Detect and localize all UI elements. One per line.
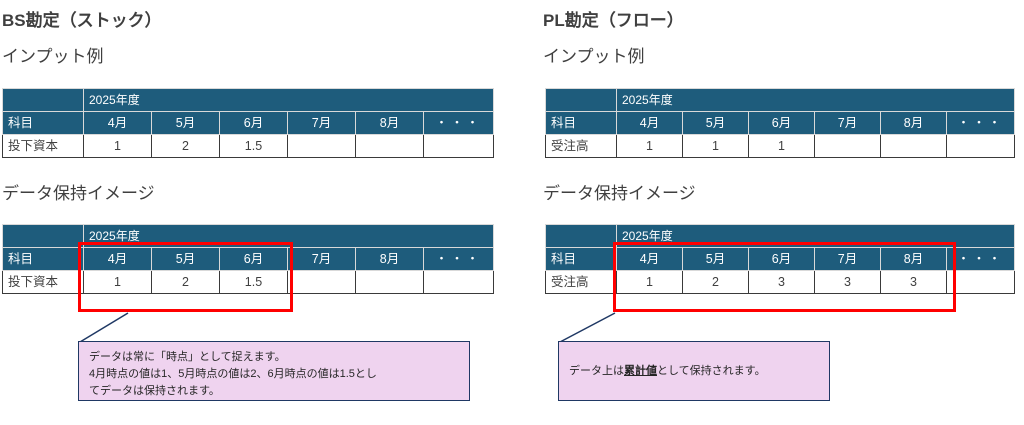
month-header-ellipsis-cell: ・・・	[422, 247, 495, 271]
left-input-table: 2025年度 科目 4月 5月 6月 7月 8月 ・・・ 投下資本 1 2 1.…	[2, 88, 495, 158]
month-header-cell: 8月	[880, 111, 947, 135]
month-header-cell: 7月	[287, 111, 356, 135]
month-header-ellipsis-cell: ・・・	[422, 111, 495, 135]
row-label-cell: 投下資本	[2, 134, 84, 158]
data-cell: 1	[616, 270, 683, 294]
data-cell	[287, 134, 356, 158]
left-storage-table: 2025年度 科目 4月 5月 6月 7月 8月 ・・・ 投下資本 1 2 1.…	[2, 224, 495, 294]
left-callout-line-2: 4月時点の値は1、5月時点の値は2、6月時点の値は1.5とし	[89, 368, 377, 380]
table-row: 科目 4月 5月 6月 7月 8月 ・・・	[545, 111, 1016, 135]
data-cell	[945, 270, 1016, 294]
data-cell: 2	[151, 134, 220, 158]
table-row: 2025年度	[545, 88, 1016, 112]
table-row: 2025年度	[2, 224, 495, 248]
table-row: 科目 4月 5月 6月 7月 8月 ・・・	[545, 247, 1016, 271]
data-cell: 3	[880, 270, 947, 294]
data-cell: 1	[83, 270, 152, 294]
data-cell: 3	[814, 270, 881, 294]
month-header-ellipsis-cell: ・・・	[945, 111, 1016, 135]
data-cell	[814, 134, 881, 158]
data-cell	[945, 134, 1016, 158]
data-cell	[880, 134, 947, 158]
right-storage-section-title: データ保持イメージ	[543, 184, 696, 203]
month-header-cell: 5月	[151, 247, 220, 271]
month-header-cell: 6月	[748, 247, 815, 271]
month-header-cell: 5月	[151, 111, 220, 135]
left-callout-box: データは常に「時点」として捉えます。 4月時点の値は1、5月時点の値は2、6月時…	[78, 341, 470, 401]
month-header-cell: 4月	[83, 247, 152, 271]
month-header-cell: 7月	[814, 247, 881, 271]
table-row: 科目 4月 5月 6月 7月 8月 ・・・	[2, 247, 495, 271]
data-cell: 2	[682, 270, 749, 294]
item-header-cell: 科目	[2, 111, 84, 135]
data-cell	[355, 134, 424, 158]
year-header-cell: 2025年度	[82, 224, 495, 248]
item-header-cell: 科目	[2, 247, 84, 271]
month-header-cell: 4月	[616, 247, 683, 271]
row-label-cell: 受注高	[545, 270, 617, 294]
data-cell	[287, 270, 356, 294]
left-callout-line-3: てデータは保持されます。	[89, 385, 220, 397]
right-panel-title: PL勘定（フロー）	[543, 11, 684, 30]
corner-cell	[545, 224, 617, 248]
left-callout-line-1: データは常に「時点」として捉えます。	[89, 351, 286, 363]
data-cell: 1	[83, 134, 152, 158]
month-header-cell: 5月	[682, 247, 749, 271]
data-cell	[355, 270, 424, 294]
corner-cell	[2, 224, 84, 248]
month-header-ellipsis-cell: ・・・	[945, 247, 1016, 271]
year-header-cell: 2025年度	[82, 88, 495, 112]
pl-account-panel: PL勘定（フロー） インプット例 2025年度 科目 4月 5月 6月 7月 8…	[512, 0, 1024, 425]
table-row: 受注高 1 2 3 3 3	[545, 270, 1016, 294]
table-row: 受注高 1 1 1	[545, 134, 1016, 158]
month-header-cell: 5月	[682, 111, 749, 135]
data-cell: 1.5	[219, 134, 288, 158]
data-cell	[422, 270, 495, 294]
month-header-cell: 6月	[219, 247, 288, 271]
right-callout-text: データ上は累計値として保持されます。	[569, 363, 766, 380]
table-row: 2025年度	[2, 88, 495, 112]
right-callout-emphasis: 累計値	[624, 364, 657, 377]
month-header-cell: 6月	[748, 111, 815, 135]
table-row: 投下資本 1 2 1.5	[2, 270, 495, 294]
right-input-section-title: インプット例	[543, 47, 645, 66]
data-cell	[422, 134, 495, 158]
data-cell: 1	[682, 134, 749, 158]
item-header-cell: 科目	[545, 247, 617, 271]
month-header-cell: 8月	[355, 247, 424, 271]
left-storage-section-title: データ保持イメージ	[2, 184, 155, 203]
corner-cell	[545, 88, 617, 112]
right-callout-suffix: として保持されます。	[657, 364, 766, 377]
month-header-cell: 7月	[814, 111, 881, 135]
left-panel-title: BS勘定（ストック）	[2, 11, 162, 30]
month-header-cell: 4月	[83, 111, 152, 135]
left-input-section-title: インプット例	[2, 47, 104, 66]
bs-account-panel: BS勘定（ストック） インプット例 2025年度 科目 4月 5月 6月 7月 …	[2, 11, 495, 401]
corner-cell	[2, 88, 84, 112]
month-header-cell: 8月	[355, 111, 424, 135]
item-header-cell: 科目	[545, 111, 617, 135]
data-cell: 1	[616, 134, 683, 158]
data-cell: 1	[748, 134, 815, 158]
right-callout-prefix: データ上は	[569, 364, 624, 377]
year-header-cell: 2025年度	[615, 224, 1016, 248]
month-header-cell: 4月	[616, 111, 683, 135]
row-label-cell: 投下資本	[2, 270, 84, 294]
year-header-cell: 2025年度	[615, 88, 1016, 112]
month-header-cell: 8月	[880, 247, 947, 271]
month-header-cell: 6月	[219, 111, 288, 135]
month-header-cell: 7月	[287, 247, 356, 271]
table-row: 科目 4月 5月 6月 7月 8月 ・・・	[2, 111, 495, 135]
data-cell: 2	[151, 270, 220, 294]
right-callout-box: データ上は累計値として保持されます。	[558, 341, 830, 401]
table-row: 投下資本 1 2 1.5	[2, 134, 495, 158]
right-storage-table: 2025年度 科目 4月 5月 6月 7月 8月 ・・・ 受注高 1 2 3 3…	[545, 224, 1016, 294]
table-row: 2025年度	[545, 224, 1016, 248]
data-cell: 1.5	[219, 270, 288, 294]
data-cell: 3	[748, 270, 815, 294]
row-label-cell: 受注高	[545, 134, 617, 158]
right-input-table: 2025年度 科目 4月 5月 6月 7月 8月 ・・・ 受注高 1 1 1	[545, 88, 1016, 158]
